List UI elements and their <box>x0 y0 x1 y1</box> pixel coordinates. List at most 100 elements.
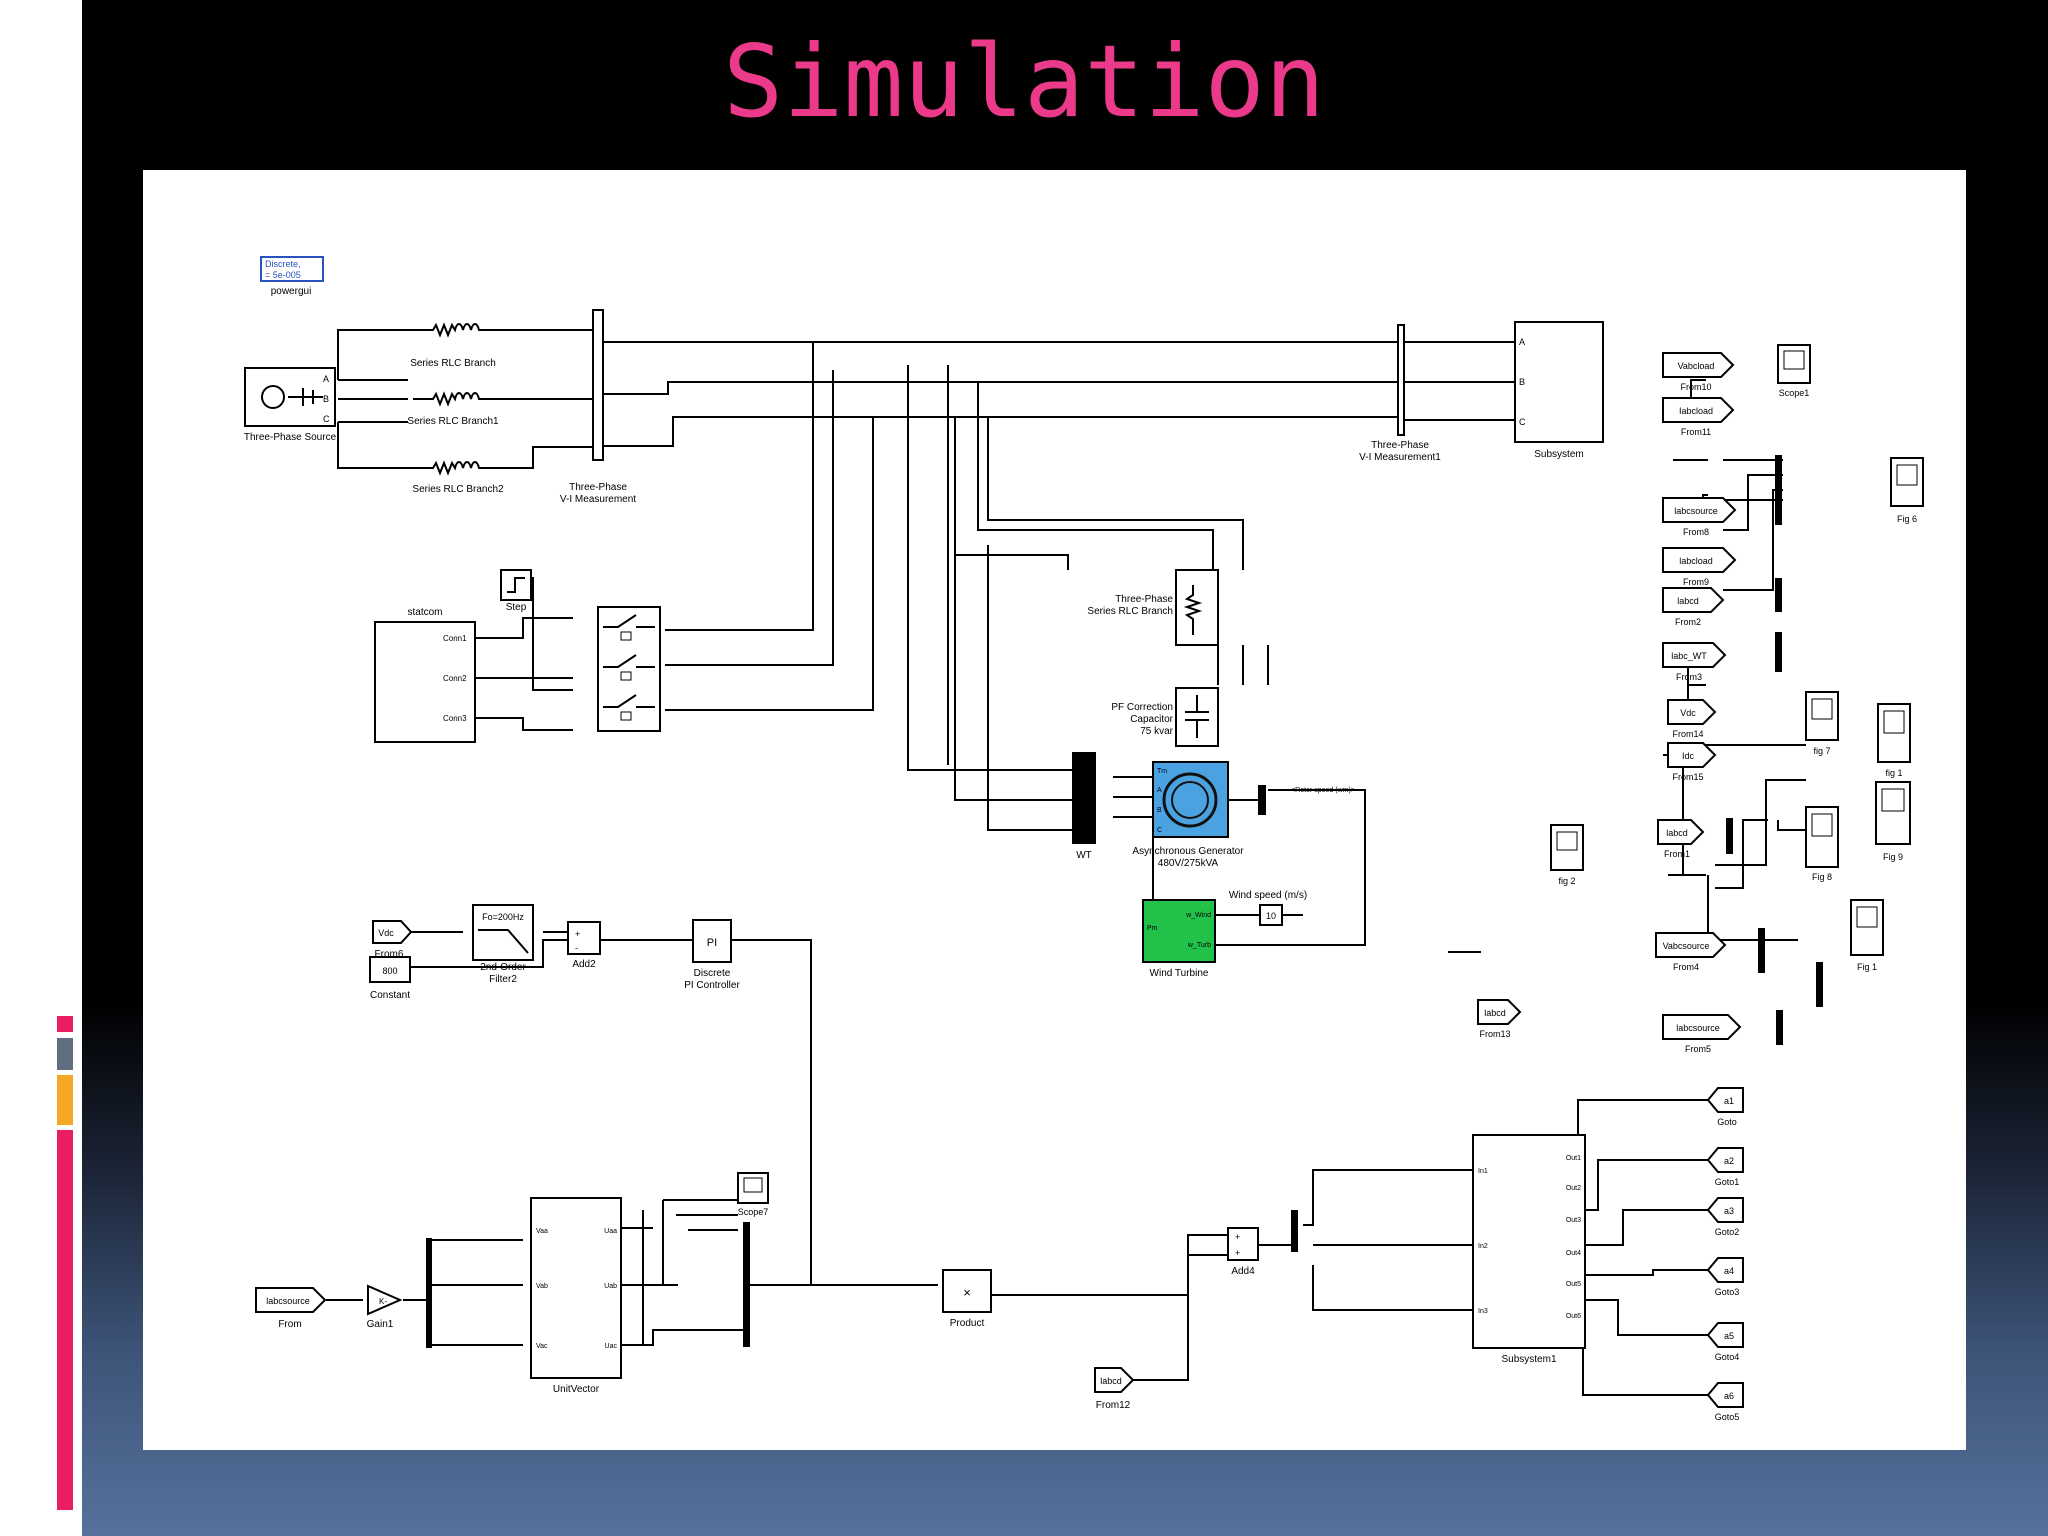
wind-turbine-block[interactable]: Pm w_Wind w_Turb Wind Turbine <box>1142 899 1216 979</box>
goto-block-5[interactable]: a6 Goto5 <box>1706 1382 1744 1422</box>
right-from-11[interactable]: labcd From13 <box>1477 999 1522 1039</box>
right-from-10[interactable]: labcsource From5 <box>1662 1014 1742 1054</box>
constant-value: 800 <box>382 966 397 976</box>
add4-block[interactable]: + + Add4 <box>1227 1227 1259 1277</box>
uv-in-2: Vab <box>536 1283 548 1290</box>
breaker-block[interactable] <box>597 606 661 732</box>
from12-block[interactable]: labcd From12 <box>1094 1367 1135 1411</box>
from-abc-block[interactable]: labcsource From <box>255 1287 327 1330</box>
unitvector-block[interactable]: Vaa Vab Vac Uaa Uab Uac UnitVector <box>530 1197 622 1395</box>
subsystem1-block[interactable]: In1 In2 In3 Out1 Out2 Out3 Out4 Out5 Out… <box>1472 1134 1586 1365</box>
scope7-block[interactable]: Scope7 <box>737 1172 769 1217</box>
filter-block[interactable]: Fo=200Hz 2nd-Order Filter2 <box>472 904 534 985</box>
fig1b-block[interactable]: Fig 1 <box>1850 899 1884 972</box>
rlc-branch-1[interactable]: Series RLC Branch1 <box>407 391 499 427</box>
pi-line1: Discrete <box>694 968 731 979</box>
fig8-label: Fig 8 <box>1812 872 1832 882</box>
rlc-label-2: Series RLC Branch2 <box>412 484 504 495</box>
gain-block[interactable]: K- Gain1 <box>367 1284 403 1330</box>
source-port-a: A <box>323 374 329 384</box>
turbine-label: Wind Turbine <box>1150 968 1209 979</box>
goto-text-5: a6 <box>1724 1391 1734 1401</box>
right-from-0[interactable]: Vabcload From10 <box>1662 352 1735 392</box>
simulink-canvas: Discrete, = 5e-005 powergui A B C Three-… <box>143 170 1966 1450</box>
fig6-block[interactable]: Fig 6 <box>1890 457 1924 524</box>
goto-block-0[interactable]: a1 Goto <box>1706 1087 1744 1127</box>
powergui-line2: = 5e-005 <box>265 270 301 280</box>
goto-block-2[interactable]: a3 Goto2 <box>1706 1197 1744 1237</box>
rf-label-10: From5 <box>1685 1044 1711 1054</box>
goto-block-3[interactable]: a4 Goto3 <box>1706 1257 1744 1297</box>
step-block[interactable]: Step <box>500 569 532 613</box>
right-from-6[interactable]: Vdc From14 <box>1667 699 1717 739</box>
pi-controller-block[interactable]: PI Discrete PI Controller <box>684 919 740 991</box>
wt-label: WT <box>1076 850 1092 861</box>
ss1-out-5: Out5 <box>1566 1281 1581 1288</box>
rlc-branch-0[interactable]: Series RLC Branch <box>410 322 496 369</box>
right-from-3[interactable]: labcload From9 <box>1662 547 1737 587</box>
decor-stripe <box>48 233 74 241</box>
add4-demux-block[interactable] <box>1291 1210 1298 1252</box>
right-from-5[interactable]: labc_WT From3 <box>1662 642 1727 682</box>
fig1a-label: fig 1 <box>1885 768 1902 778</box>
asynchronous-generator-block[interactable]: Tm A B C Asynchronous Generator 480V/275… <box>1132 761 1244 869</box>
uv-out-3: Uac <box>605 1343 618 1350</box>
rotor-demux-block[interactable]: <Rotor speed (wm)> <box>1258 785 1355 815</box>
rf-text-5: labc_WT <box>1671 651 1707 661</box>
goto-block-1[interactable]: a2 Goto1 <box>1706 1147 1744 1187</box>
right-from-1[interactable]: Iabcload From11 <box>1662 397 1735 437</box>
source-port-c: C <box>323 414 330 424</box>
rf-text-2: labcsource <box>1674 506 1718 516</box>
product-block[interactable]: × Product <box>942 1269 992 1329</box>
constant-label: Constant <box>370 990 410 1001</box>
fig6-label: Fig 6 <box>1897 514 1917 524</box>
fig9-block[interactable]: Fig 9 <box>1875 781 1911 862</box>
pf-line2: Capacitor <box>1130 714 1173 725</box>
vi-measurement1-block[interactable]: Three-Phase V-I Measurement1 <box>1359 324 1441 463</box>
goto-block-4[interactable]: a5 Goto4 <box>1706 1322 1744 1362</box>
add2-block[interactable]: + - Add2 <box>567 921 601 970</box>
vi2-line2: V-I Measurement1 <box>1359 452 1441 463</box>
uv-out-1: Uaa <box>604 1228 617 1235</box>
statcom-port-3: Conn3 <box>443 714 467 723</box>
right-from-8[interactable]: labcd From1 <box>1657 819 1705 859</box>
subsystem-port-b: B <box>1519 377 1525 387</box>
powergui-block[interactable]: Discrete, = 5e-005 powergui <box>260 256 324 297</box>
wt-mux-block[interactable]: WT <box>1072 752 1096 861</box>
product-label: Product <box>950 1318 985 1329</box>
gain-label: Gain1 <box>367 1319 394 1330</box>
statcom-port-1: Conn1 <box>443 634 467 643</box>
goto-text-0: a1 <box>1724 1096 1734 1106</box>
statcom-title: statcom <box>407 607 442 618</box>
right-from-2[interactable]: labcsource From8 <box>1662 497 1737 537</box>
pf-capacitor-block[interactable]: PF Correction Capacitor 75 kvar <box>1111 687 1219 747</box>
abc-mux-block[interactable] <box>426 1238 432 1348</box>
gen-port-b: B <box>1157 807 1162 814</box>
from-abc-label: From <box>278 1319 301 1330</box>
rlc-branch-2[interactable]: Series RLC Branch2 <box>412 460 504 495</box>
goto-text-1: a2 <box>1724 1156 1734 1166</box>
right-from-9[interactable]: Vabcsource From4 <box>1655 932 1727 972</box>
three-phase-source-block[interactable]: A B C Three-Phase Source <box>244 367 337 443</box>
rlc3-line1: Three-Phase <box>1115 594 1173 605</box>
fig2-label: fig 2 <box>1558 876 1575 886</box>
fig1a-block[interactable]: fig 1 <box>1877 703 1911 778</box>
from-vdc-block[interactable]: Vdc From6 <box>372 920 413 960</box>
uv-mux-block[interactable] <box>743 1222 750 1347</box>
wind-speed-constant[interactable]: 10 Wind speed (m/s) <box>1229 890 1307 926</box>
subsystem-block[interactable]: A B C Subsystem <box>1514 321 1604 460</box>
scope1-block[interactable]: Scope1 <box>1777 344 1811 398</box>
vi1-line1: Three-Phase <box>569 482 627 493</box>
fig2-block[interactable]: fig 2 <box>1550 824 1584 886</box>
fig8-block[interactable]: Fig 8 <box>1805 806 1839 882</box>
constant-block[interactable]: 800 Constant <box>369 956 411 1001</box>
right-from-4[interactable]: labcd From2 <box>1662 587 1725 627</box>
fig7-block[interactable]: fig 7 <box>1805 691 1839 756</box>
filter-line2: Filter2 <box>489 974 517 985</box>
statcom-block[interactable]: statcom Conn1 Conn2 Conn3 <box>374 607 476 743</box>
rlc-three-phase-block[interactable]: Three-Phase Series RLC Branch <box>1087 569 1219 646</box>
right-from-7[interactable]: Idc From15 <box>1667 742 1717 782</box>
powergui-line1: Discrete, <box>265 259 301 269</box>
vi-measurement-block[interactable]: Three-Phase V-I Measurement <box>560 309 636 505</box>
rf-text-1: Iabcload <box>1679 406 1713 416</box>
